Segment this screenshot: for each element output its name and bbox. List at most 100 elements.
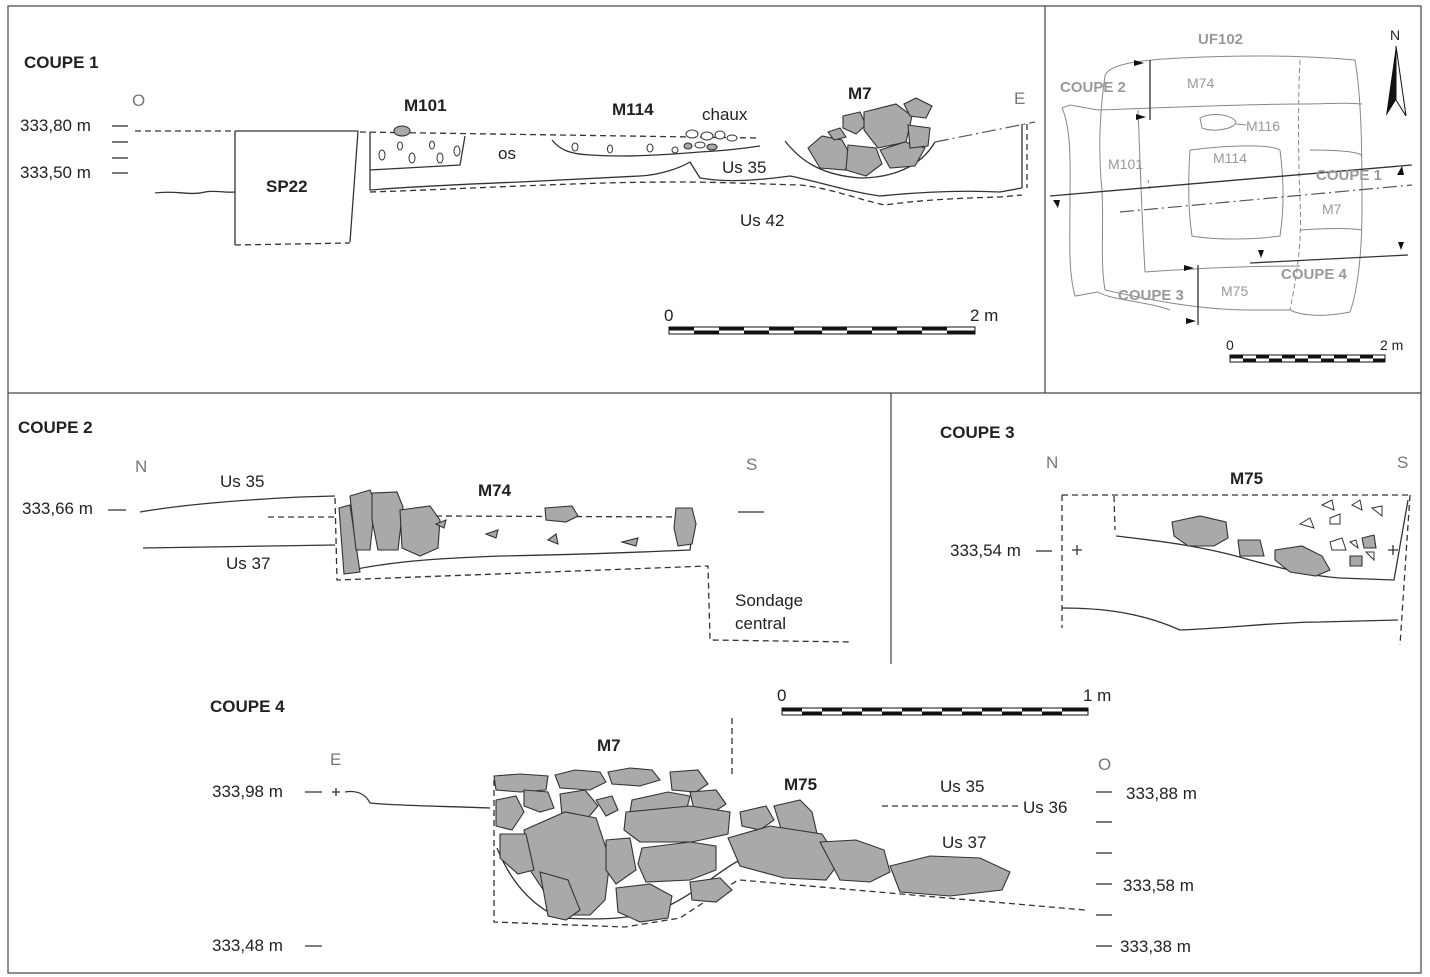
- panel-frames: [7, 5, 1422, 974]
- coupe-3-section: COUPE 3 N S 333,54 m M75: [940, 423, 1411, 646]
- m74-fill-pebbles: [434, 519, 639, 547]
- coupe-4-section: COUPE 4 E O 333,98 m 333,48 m 333,88 m 3…: [210, 686, 1197, 956]
- coupe-3-pebbles: [1298, 499, 1383, 562]
- coupe-3-elev: 333,54 m: [950, 541, 1021, 560]
- plan-m114-outline: [1188, 145, 1284, 240]
- m7-label: M7: [848, 84, 872, 103]
- coupe-4-right-ticks: [1096, 791, 1112, 947]
- coupe-3-m75-label: M75: [1230, 469, 1263, 488]
- us42-label: Us 42: [740, 211, 784, 230]
- coupe-1-dir-west: O: [132, 91, 145, 110]
- coupe-2-ground: [139, 495, 336, 513]
- coupe-4-title: COUPE 4: [210, 697, 285, 716]
- plan-coupe-1-line: [1049, 164, 1413, 197]
- coupe-2-us37-line: [142, 544, 336, 549]
- north-label: N: [1390, 27, 1400, 43]
- sp22-label: SP22: [266, 177, 308, 196]
- coupe-4-elev-right-1: 333,88 m: [1126, 784, 1197, 803]
- coupe-4-elev-left-bottom: 333,48 m: [212, 936, 283, 955]
- coupe-3-datum-cross: [1072, 545, 1082, 555]
- coupe-2-m74-label: M74: [478, 481, 512, 500]
- coupe-3-m75-stones: [1171, 515, 1377, 577]
- plan-scale-bar: 0 2 m: [1226, 337, 1403, 363]
- coupe-3-lower-boundary: [1061, 607, 1399, 631]
- coupe-4-elev-left-top: 333,98 m: [212, 782, 283, 801]
- plan-outer-wall: [1104, 55, 1363, 316]
- coupe-4-m7-stones: [493, 767, 733, 923]
- plan-m114-label: M114: [1213, 150, 1247, 166]
- coupe-4-scale-start: 0: [777, 686, 786, 705]
- coupe-2-elev: 333,66 m: [22, 499, 93, 518]
- coupe-4-us35-label: Us 35: [940, 777, 984, 796]
- coupe-1-ground-left: [154, 190, 236, 195]
- plan-coupe-2-label: COUPE 2: [1060, 79, 1126, 96]
- coupe-4-us36-label: Us 36: [1023, 798, 1067, 817]
- plan-m116-outline: [1199, 114, 1237, 131]
- plan-coupe-4-label: COUPE 4: [1281, 266, 1348, 283]
- plan-title: UF102: [1198, 31, 1243, 48]
- plan-section-arrows: [1053, 60, 1404, 324]
- coupe-4-m75-stones: [727, 799, 1011, 897]
- sondage-label-2: central: [735, 614, 786, 633]
- coupe-1-section: COUPE 1 O E 333,80 m 333,50 m SP22: [20, 53, 1036, 335]
- coupe-1-datum-line-right: [934, 121, 1036, 143]
- coupe-4-us37-label: Us 37: [942, 833, 986, 852]
- coupe-1-scale-end: 2 m: [970, 306, 998, 325]
- coupe-1-elev-ticks: [112, 125, 128, 174]
- m7-stones: [807, 97, 933, 177]
- coupe-3-title: COUPE 3: [940, 423, 1015, 442]
- coupe-1-dir-east: E: [1014, 89, 1025, 108]
- plan-m101-label: M101: [1108, 156, 1143, 172]
- m101-outline: [369, 132, 466, 171]
- us35-label: Us 35: [722, 158, 766, 177]
- m114-outline: [551, 139, 761, 157]
- chaux-lime-pebbles: [683, 129, 738, 151]
- m114-label: M114: [612, 100, 654, 119]
- north-arrow-icon: [1386, 45, 1407, 117]
- plan-m75-label: M75: [1221, 283, 1248, 299]
- plan-m74-label: M74: [1187, 75, 1214, 91]
- coupe-1-elev-bottom: 333,50 m: [20, 163, 91, 182]
- coupe-1-scale-bar: 0 2 m: [664, 306, 998, 335]
- coupe-4-elev-right-3: 333,38 m: [1120, 937, 1191, 956]
- coupe-4-elev-right-2: 333,58 m: [1123, 876, 1194, 895]
- us35-lower-boundary: [369, 161, 1023, 197]
- coupe-2-section: COUPE 2 N S 333,66 m Us 35 Us 37 M74 Son…: [18, 418, 853, 643]
- m101-fill-pebbles: [378, 140, 461, 164]
- coupe-3-dir-south: S: [1397, 453, 1408, 472]
- coupe-4-dir-east: E: [330, 750, 341, 769]
- plan-scale-start: 0: [1226, 337, 1234, 353]
- coupe-2-dir-south: S: [746, 455, 757, 474]
- coupe-4-pit-outline: [493, 780, 1086, 928]
- sondage-label-1: Sondage: [735, 591, 803, 610]
- m101-label: M101: [404, 96, 447, 115]
- plan-coupe-3-label: COUPE 3: [1118, 287, 1184, 304]
- plan-m116-label: M116: [1246, 118, 1280, 134]
- coupe-2-title: COUPE 2: [18, 418, 93, 437]
- coupe-4-dir-west: O: [1098, 755, 1111, 774]
- m74-base: [351, 515, 695, 571]
- m101-stone: [393, 125, 411, 137]
- coupe-4-m7-label: M7: [597, 736, 621, 755]
- coupe-4-scale-bar: 0 1 m: [777, 686, 1111, 716]
- coupe-4-m75-label: M75: [784, 775, 817, 794]
- plan-coupe-1-label: COUPE 1: [1316, 167, 1382, 184]
- coupe-2-us37-label: Us 37: [226, 554, 270, 573]
- m75-base-line: [1115, 499, 1409, 581]
- coupe-1-datum-line: [135, 130, 761, 139]
- coupe-1-title: COUPE 1: [24, 53, 99, 72]
- plan-coupe-4-line: [1249, 254, 1409, 264]
- coupe-3-frame: [1061, 494, 1411, 646]
- coupe-4-ground: [344, 790, 491, 809]
- plan-uf102: UF102 N: [1049, 27, 1413, 363]
- os-label: os: [498, 144, 516, 163]
- coupe-2-us35-label: Us 35: [220, 472, 264, 491]
- sondage-central-outline: [334, 497, 853, 643]
- m74-stones: [338, 489, 697, 575]
- coupe-2-dir-north: N: [135, 457, 147, 476]
- coupe-1-scale-start: 0: [664, 306, 673, 325]
- m114-fill-pebbles: [571, 142, 679, 154]
- plan-m7-label: M7: [1322, 201, 1342, 217]
- coupe-4-scale-end: 1 m: [1083, 686, 1111, 705]
- chaux-label: chaux: [702, 105, 748, 124]
